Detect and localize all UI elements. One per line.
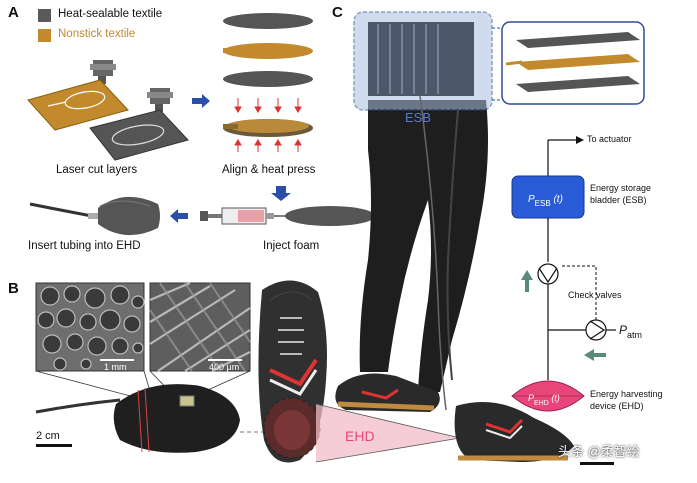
flow-arrow-icon (521, 270, 533, 292)
shoe-photo (335, 373, 574, 462)
panel-label-a: A (8, 4, 19, 21)
ehd-photo-label: EHD (345, 428, 375, 444)
esb-photo-label: ESB (405, 110, 432, 125)
scale-bar-2cm-label: 2 cm (36, 430, 60, 442)
atm-pressure-label: Patm (619, 323, 643, 341)
panel-label-c: C (332, 4, 343, 21)
scale-bar-1mm-label: 1 mm (104, 362, 127, 372)
step-align-label: Align & heat press (222, 164, 316, 176)
to-actuator-label: To actuator (587, 134, 632, 144)
step-tubing-label: Insert tubing into EHD (28, 240, 141, 252)
esb-description: Energy storage bladder (ESB) (590, 183, 652, 205)
check-valve-icon (585, 319, 607, 341)
esb-pressure-label: PESB (t) (528, 194, 563, 209)
step-laser-label: Laser cut layers (56, 164, 138, 176)
textile-micrograph (149, 281, 251, 372)
ehd-pressure-label: PEHD (t) (528, 393, 560, 408)
flow-arrow-icon (584, 349, 606, 361)
foam-micrograph (35, 282, 145, 372)
legend-nonstick-label: Nonstick textile (58, 28, 136, 40)
panel-label-b: B (8, 280, 19, 297)
watermark-text: 头条 @柔智绘 (558, 444, 640, 459)
legend-heat-sealable-swatch (38, 9, 51, 22)
check-valve-icon (537, 263, 559, 285)
shoe-sole-photo (258, 280, 327, 463)
ehd-description: Energy harvesting device (EHD) (590, 389, 663, 411)
syringe-icon (200, 207, 290, 225)
scale-bar-400um-label: 400 μm (209, 362, 240, 372)
legend-heat-sealable-label: Heat-sealable textile (58, 8, 163, 20)
step-foam-label: Inject foam (263, 240, 320, 252)
check-valves-label: Check valves (568, 290, 622, 300)
legend-nonstick-swatch (38, 29, 51, 42)
leggings-photo (359, 100, 488, 392)
